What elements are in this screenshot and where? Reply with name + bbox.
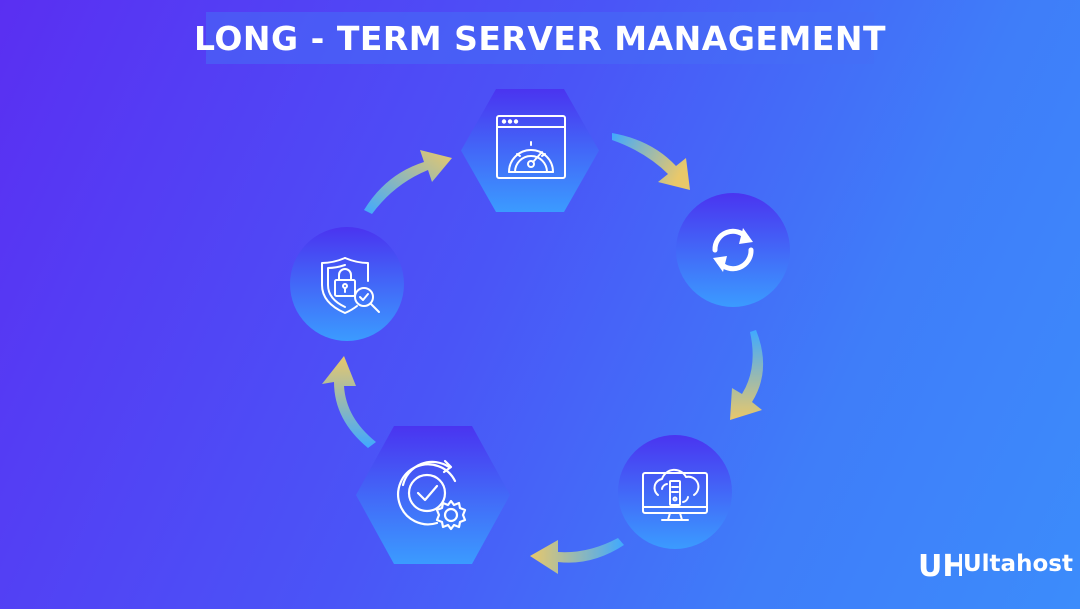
page-title: LONG - TERM SERVER MANAGEMENT [194, 18, 886, 58]
step-updates [676, 193, 790, 307]
circle-shape [676, 193, 790, 307]
step-security [290, 227, 404, 341]
ultahost-logo: UH Ultahost [918, 546, 1073, 582]
logo-mark-text: UH [918, 549, 962, 581]
arrow-step3-to-step4 [530, 538, 624, 574]
check-gear-icon [397, 459, 467, 531]
step-performance-monitoring [461, 89, 599, 212]
step-maintenance [356, 426, 510, 564]
shield-lock-icon [321, 257, 380, 314]
refresh-arrows-icon [712, 228, 754, 272]
arrow-step2-to-step3 [730, 330, 764, 420]
arrow-step5-to-step1 [364, 150, 452, 214]
arrow-step1-to-step2 [612, 133, 690, 190]
hexagon-shape [356, 426, 510, 564]
arrow-step4-to-step5 [322, 356, 376, 448]
cloud-server-monitor-icon [642, 468, 708, 521]
speedometer-dashboard-icon [496, 115, 566, 179]
brand-name: Ultahost [963, 551, 1073, 577]
ultahost-logo-mark: UH [918, 549, 962, 581]
step-cloud-server [618, 435, 732, 549]
title-banner: LONG - TERM SERVER MANAGEMENT [194, 12, 885, 64]
